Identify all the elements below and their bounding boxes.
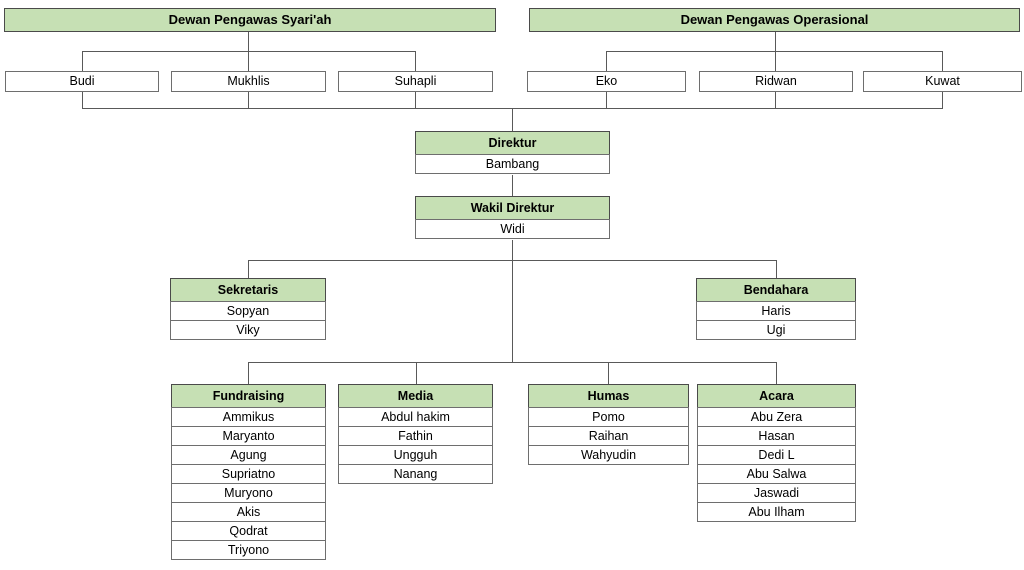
member-name: Wahyudin	[528, 445, 689, 465]
connector-line	[606, 51, 607, 71]
header-dewan-pengawas-operasional: Dewan Pengawas Operasional	[529, 8, 1020, 32]
connector-line	[248, 92, 249, 108]
member-name: Fathin	[338, 426, 493, 446]
member-name: Ungguh	[338, 445, 493, 465]
connector-line	[248, 362, 777, 363]
connector-line	[82, 51, 83, 71]
member-name: Jaswadi	[697, 483, 856, 503]
unit-title-acara: Acara	[697, 384, 856, 408]
unit-title-humas: Humas	[528, 384, 689, 408]
member-name: Pomo	[528, 407, 689, 427]
member-name: Abu Ilham	[697, 502, 856, 522]
member-name: Supriatno	[171, 464, 326, 484]
member-name: Widi	[415, 219, 610, 239]
member-box-mukhlis: Mukhlis	[171, 71, 326, 92]
member-name: Abdul hakim	[338, 407, 493, 427]
unit-wakil-direktur: Wakil Direktur Widi	[415, 196, 610, 239]
member-name: Dedi L	[697, 445, 856, 465]
connector-line	[248, 362, 249, 384]
member-name: Bambang	[415, 154, 610, 174]
connector-line	[606, 92, 607, 108]
connector-line	[415, 92, 416, 108]
member-name: Hasan	[697, 426, 856, 446]
unit-direktur: Direktur Bambang	[415, 131, 610, 174]
member-box-suhapli: Suhapli	[338, 71, 493, 92]
connector-line	[248, 260, 777, 261]
member-name: Raihan	[528, 426, 689, 446]
connector-line	[415, 51, 416, 71]
member-name: Muryono	[171, 483, 326, 503]
member-name: Qodrat	[171, 521, 326, 541]
member-name: Abu Zera	[697, 407, 856, 427]
member-name: Agung	[171, 445, 326, 465]
unit-members-direktur: Bambang	[415, 154, 610, 174]
unit-title-media: Media	[338, 384, 493, 408]
connector-line	[776, 362, 777, 384]
member-name: Triyono	[171, 540, 326, 560]
connector-line	[942, 92, 943, 108]
connector-line	[512, 175, 513, 196]
connector-line	[512, 108, 513, 131]
member-name: Ugi	[696, 320, 856, 340]
member-name: Maryanto	[171, 426, 326, 446]
member-box-ridwan: Ridwan	[699, 71, 853, 92]
unit-title-bendahara: Bendahara	[696, 278, 856, 302]
unit-title-sekretaris: Sekretaris	[170, 278, 326, 302]
member-name: Sopyan	[170, 301, 326, 321]
member-box-kuwat: Kuwat	[863, 71, 1022, 92]
member-name: Akis	[171, 502, 326, 522]
connector-line	[776, 260, 777, 278]
connector-line	[82, 51, 416, 52]
connector-line	[248, 260, 249, 278]
unit-title-wakil-direktur: Wakil Direktur	[415, 196, 610, 220]
connector-line	[608, 362, 609, 384]
member-name: Haris	[696, 301, 856, 321]
member-name: Viky	[170, 320, 326, 340]
unit-title-fundraising: Fundraising	[171, 384, 326, 408]
connector-line	[942, 51, 943, 71]
connector-line	[775, 92, 776, 108]
connector-line	[606, 51, 942, 52]
member-name: Abu Salwa	[697, 464, 856, 484]
member-name: Nanang	[338, 464, 493, 484]
member-name: Ammikus	[171, 407, 326, 427]
member-box-budi: Budi	[5, 71, 159, 92]
member-box-eko: Eko	[527, 71, 686, 92]
unit-title-direktur: Direktur	[415, 131, 610, 155]
connector-line	[82, 92, 83, 108]
connector-line	[416, 362, 417, 384]
connector-line	[512, 240, 513, 362]
header-dewan-pengawas-syariah: Dewan Pengawas Syari'ah	[4, 8, 496, 32]
unit-members-wakil-direktur: Widi	[415, 219, 610, 239]
